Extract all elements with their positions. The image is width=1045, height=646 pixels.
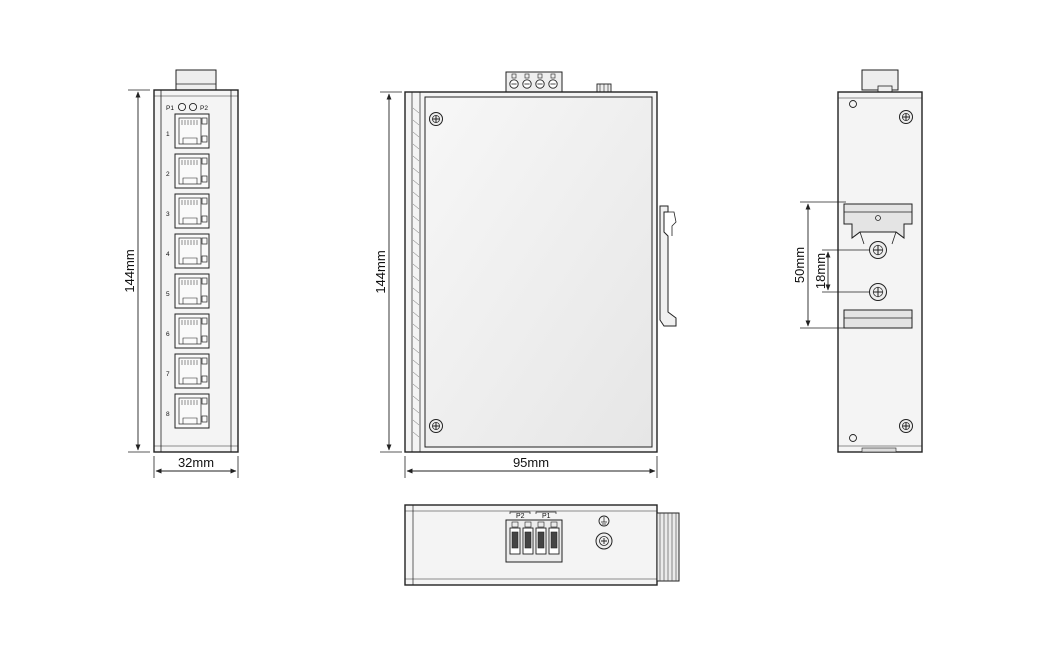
ground-symbol-icon [598,515,610,527]
rj45-port: 8 [166,393,210,429]
port-number: 2 [166,171,170,178]
rj45-port: 6 [166,313,210,349]
front-body [153,89,239,453]
rj45-port: 4 [166,233,210,269]
rail-dim: 50mm [792,247,807,283]
led-label-p2: P2 [200,105,208,112]
rear-body [837,91,923,453]
side-screws [429,112,443,433]
port-number: 6 [166,331,170,338]
port-number: 1 [166,131,170,138]
terminal-label-p2: P2 [516,513,525,520]
port-number: 8 [166,411,170,418]
din-clip [659,205,677,327]
side-height-dim: 144mm [373,250,388,293]
led-p1 [177,102,187,112]
screw-icon [869,241,887,259]
terminal-label-p1: P1 [542,513,551,520]
port-number: 7 [166,371,170,378]
rj45-ports: 1 2 3 4 5 6 7 8 [166,113,210,429]
port-number: 4 [166,251,170,258]
rear-view: 50mm 18mm [792,69,923,453]
front-view: P1 P2 1 2 3 4 5 6 7 8 144mm 32mm [122,69,239,478]
mount-hole [849,100,857,108]
screw-spacing-dim: 18mm [813,253,828,289]
port-number: 5 [166,291,170,298]
screw-icon [429,419,443,433]
side-depth-dim: 95mm [513,455,549,470]
port-number: 3 [166,211,170,218]
screw-icon [899,419,913,433]
rj45-port: 2 [166,153,210,189]
din-rail-clip-bottom [843,309,913,329]
rj45-port: 7 [166,353,210,389]
rj45-port: 5 [166,273,210,309]
front-height-dim: 144mm [122,249,137,292]
top-view: P2 P1 [404,504,680,586]
led-p2 [188,102,198,112]
screw-icon [869,283,887,301]
led-label-p1: P1 [166,105,174,112]
screw-icon [899,110,913,124]
rj45-port: 3 [166,193,210,229]
screw-icon [429,112,443,126]
side-view: 144mm 95mm [373,71,677,478]
rj45-port: 1 [166,113,210,149]
front-width-dim: 32mm [178,455,214,470]
mount-hole [849,434,857,442]
